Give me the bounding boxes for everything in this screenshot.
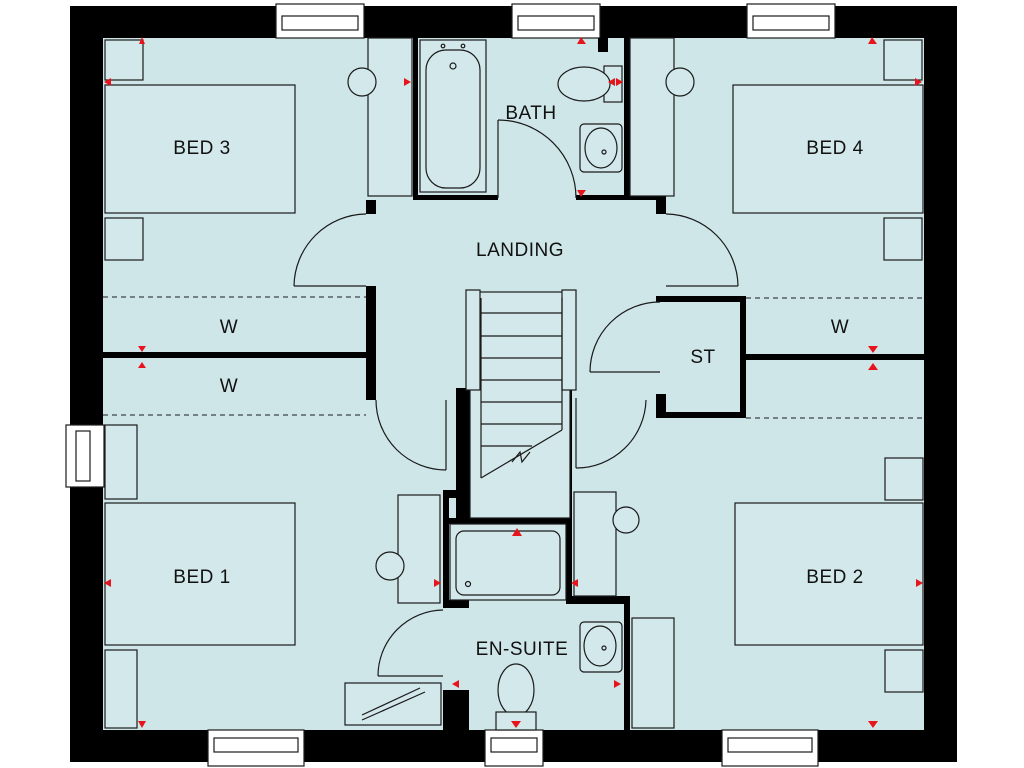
windows [65, 3, 836, 767]
window [281, 15, 359, 31]
bed-2-furniture [573, 457, 924, 729]
window [65, 424, 105, 488]
window [484, 729, 544, 767]
room-label-landing: LANDING [476, 240, 564, 261]
bed-3-furniture [104, 37, 413, 261]
window [75, 430, 91, 482]
dimension-markers [104, 37, 923, 728]
room-label-bed-3: BED 3 [173, 138, 230, 159]
window [727, 737, 813, 753]
wardrobe-lines [103, 296, 924, 419]
window [721, 729, 819, 767]
window [275, 3, 365, 39]
room-label-bed-2: BED 2 [806, 567, 863, 588]
window [517, 15, 595, 31]
bed-1-furniture [104, 424, 442, 729]
room-label-en-suite: EN-SUITE [476, 639, 569, 660]
doors [293, 213, 739, 677]
window [207, 729, 305, 767]
room-label-wardrobe: W [220, 317, 238, 338]
window [511, 3, 601, 39]
interior-walls [103, 38, 924, 730]
window [752, 15, 830, 31]
room-label-bed-1: BED 1 [173, 567, 230, 588]
room-label-wardrobe: W [220, 376, 238, 397]
bath-fixtures [419, 39, 623, 199]
window [746, 3, 836, 39]
ensuite-fixtures [449, 523, 623, 731]
window [213, 737, 299, 753]
room-label-bed-4: BED 4 [806, 138, 863, 159]
staircase [465, 289, 577, 519]
room-label-storage: ST [690, 347, 715, 368]
room-label-wardrobe: W [831, 317, 849, 338]
bed-4-furniture [629, 37, 924, 261]
window [490, 737, 538, 753]
room-label-bath: BATH [505, 103, 556, 124]
